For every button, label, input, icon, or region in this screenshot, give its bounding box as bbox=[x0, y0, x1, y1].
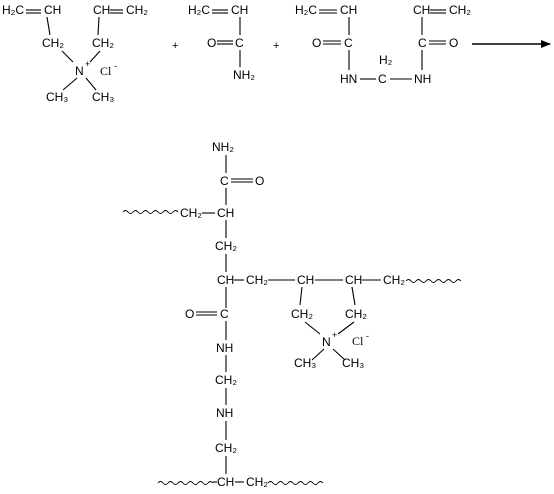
label-hn: HN bbox=[340, 72, 357, 86]
plus-sign: + bbox=[273, 40, 279, 52]
label-h2c: H₂C bbox=[295, 3, 317, 17]
polymer-chain-wavy bbox=[267, 481, 324, 485]
label-ch2: CH₂ bbox=[215, 239, 237, 253]
label-nh2: NH₂ bbox=[233, 68, 255, 82]
single-bond bbox=[85, 77, 97, 91]
single-bond bbox=[337, 321, 355, 335]
label-ch: CH bbox=[93, 3, 110, 17]
polymer-chain-wavy bbox=[157, 481, 214, 485]
label-ch: CH bbox=[44, 3, 61, 17]
label-ch2: CH₂ bbox=[42, 36, 64, 50]
label-nh2: NH₂ bbox=[212, 140, 234, 154]
label-ch2: CH₂ bbox=[126, 3, 148, 17]
label-ch: CH bbox=[413, 3, 430, 17]
label-o: O bbox=[449, 36, 458, 50]
label-o: O bbox=[207, 36, 216, 50]
label-chloride: Cl bbox=[100, 64, 112, 78]
label-c: C bbox=[220, 307, 229, 321]
label-c: C bbox=[344, 36, 353, 50]
label-nh: NH bbox=[216, 406, 233, 420]
single-bond bbox=[351, 286, 356, 306]
label-h2c: H₂C bbox=[2, 3, 24, 17]
label-charge-plus: + bbox=[332, 330, 337, 340]
label-ch3: CH₃ bbox=[46, 90, 68, 104]
single-bond bbox=[97, 16, 100, 36]
label-ch2: CH₂ bbox=[291, 307, 313, 321]
label-nh: NH bbox=[216, 341, 233, 355]
label-o: O bbox=[255, 174, 264, 188]
label-chloride: Cl bbox=[352, 334, 364, 348]
label-charge-plus: + bbox=[85, 59, 90, 69]
single-bond bbox=[332, 348, 346, 361]
single-bond bbox=[299, 286, 303, 306]
polymer-chain-wavy bbox=[405, 279, 462, 283]
label-nh: NH bbox=[414, 72, 431, 86]
single-bond bbox=[62, 77, 78, 91]
label-ch2: CH₂ bbox=[383, 273, 405, 287]
single-bond bbox=[61, 50, 74, 63]
single-bond bbox=[46, 16, 51, 36]
label-ch2: CH₂ bbox=[215, 373, 237, 387]
label-ch2: CH₂ bbox=[449, 3, 471, 17]
single-bond bbox=[311, 348, 325, 361]
label-ch: CH bbox=[297, 273, 314, 287]
product-copolymer: NH₂ C O CH₂ CH CH₂ CH CH₂ CH CH CH₂ O C … bbox=[122, 140, 462, 489]
label-c: C bbox=[235, 36, 244, 50]
label-h2: H₂ bbox=[379, 53, 393, 67]
label-c: C bbox=[378, 72, 387, 86]
label-c: C bbox=[220, 174, 229, 188]
label-ch: CH bbox=[217, 475, 234, 489]
label-ch3: CH₃ bbox=[294, 356, 316, 370]
label-h2c: H₂C bbox=[188, 3, 210, 17]
label-ch2: CH₂ bbox=[246, 475, 268, 489]
single-bond bbox=[89, 50, 101, 63]
label-charge-minus: - bbox=[114, 61, 117, 71]
label-charge-minus: - bbox=[366, 331, 369, 341]
label-ch2: CH₂ bbox=[180, 206, 202, 220]
reactant-mba: H₂C CH CH CH₂ O C C O HN C H₂ NH bbox=[295, 3, 471, 86]
label-ch2: CH₂ bbox=[92, 36, 114, 50]
reactant-acrylamide: H₂C CH O C NH₂ bbox=[188, 3, 255, 82]
label-c: C bbox=[418, 36, 427, 50]
label-o: O bbox=[312, 36, 321, 50]
label-ch2: CH₂ bbox=[345, 307, 367, 321]
label-ch3: CH₃ bbox=[342, 356, 364, 370]
label-ch: CH bbox=[345, 273, 362, 287]
reactant-dadmac: H₂C CH CH CH₂ CH₂ CH₂ N + Cl - CH₃ CH₃ bbox=[2, 3, 148, 104]
label-ch3: CH₃ bbox=[92, 90, 114, 104]
label-o: O bbox=[185, 307, 194, 321]
label-ch2: CH₂ bbox=[246, 273, 268, 287]
label-ch: CH bbox=[217, 273, 234, 287]
plus-sign: + bbox=[172, 40, 178, 52]
label-n: N bbox=[322, 335, 331, 349]
polymer-chain-wavy bbox=[122, 210, 179, 214]
label-n: N bbox=[75, 64, 84, 78]
label-ch: CH bbox=[231, 3, 248, 17]
label-ch2: CH₂ bbox=[215, 441, 237, 455]
label-ch: CH bbox=[217, 206, 234, 220]
single-bond bbox=[304, 321, 321, 335]
label-ch: CH bbox=[340, 3, 357, 17]
